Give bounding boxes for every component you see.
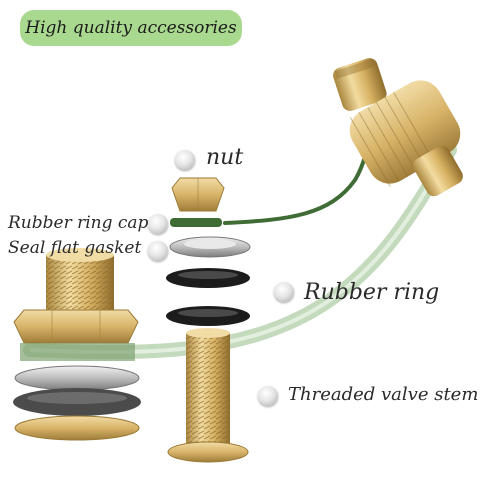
top-fitting (331, 56, 468, 199)
bullet-icon (274, 282, 294, 302)
assembled-fitting (13, 248, 141, 440)
label-nut: nut (206, 145, 243, 170)
label-threaded-valve-stem: Threaded valve stem (288, 384, 478, 405)
bullet-icon (148, 241, 168, 261)
hex-nut (172, 178, 224, 211)
green-wire (225, 90, 380, 223)
rubber-ring-cap (170, 218, 222, 227)
bullet-icon (258, 386, 278, 406)
rubber-ring-top (166, 268, 250, 288)
bullet-icon (175, 150, 195, 170)
label-rubber-ring: Rubber ring (304, 280, 439, 305)
label-seal-flat-gasket: Seal flat gasket (8, 238, 141, 258)
bullet-icon (148, 214, 168, 234)
rubber-ring-bottom (166, 306, 250, 326)
seal-flat-gasket (170, 237, 250, 257)
label-rubber-ring-cap: Rubber ring cap (8, 213, 148, 233)
